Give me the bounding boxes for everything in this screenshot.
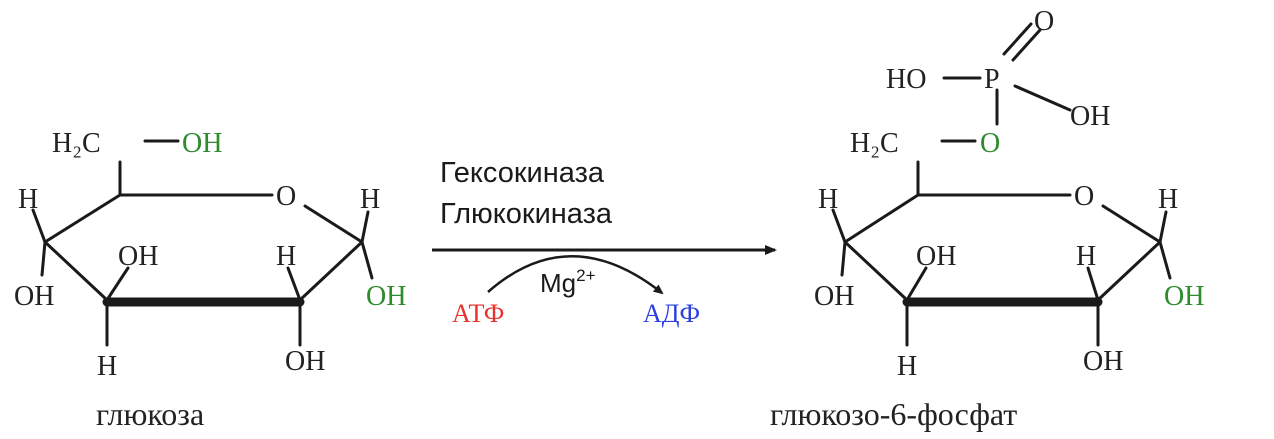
glucose-6-phosphate-molecule: O HO P OH H₂C O O H H OH H OH OH H OH гл…	[770, 6, 1204, 432]
product-ch2-label: H₂C	[850, 128, 899, 159]
glucose-bonds	[31, 139, 374, 347]
phosphate-oh-label: OH	[1070, 101, 1110, 132]
cofactor-mg-label: Mg2+	[540, 266, 596, 298]
reaction-arrow-block: Гексокиназа Глюкокиназа Mg2+ АТФ АДФ	[432, 157, 777, 328]
glucose-oh-c4-label: OH	[14, 281, 54, 312]
product-h-c1-label: H	[1158, 184, 1178, 215]
glucose-molecule: H₂C OH O H H OH H OH OH H OH глюкоза	[14, 128, 406, 432]
product-h-c2-label: H	[1076, 241, 1096, 272]
product-oh-c2-label: OH	[1083, 346, 1123, 377]
glucose-h-c4-label: H	[97, 351, 117, 382]
product-h-c5-label: H	[818, 184, 838, 215]
glucose-oh-c1-label: OH	[366, 281, 406, 312]
glucose-h-c2-label: H	[276, 241, 296, 272]
adp-label: АДФ	[643, 299, 700, 328]
phosphorus-label: P	[984, 64, 1000, 95]
product-oh-c3-label: OH	[916, 241, 956, 272]
product-bonds	[831, 22, 1172, 347]
enzyme-glucokinase-label: Глюкокиназа	[440, 198, 613, 230]
phosphate-ho-label: HO	[886, 64, 926, 95]
atp-label: АТФ	[452, 299, 504, 328]
product-oh-c1-label: OH	[1164, 281, 1204, 312]
cofactor-curved-arrow	[487, 255, 664, 295]
glucose-h-c5-label: H	[18, 184, 38, 215]
glucose-oh-c6-label: OH	[182, 128, 222, 159]
product-oh-c4-label: OH	[814, 281, 854, 312]
product-ring-oxygen-label: O	[1074, 181, 1094, 212]
glucose-name: глюкоза	[96, 396, 204, 432]
glucose-oh-c2-label: OH	[285, 346, 325, 377]
product-h-c4-label: H	[897, 351, 917, 382]
cofactor-mg-charge: 2+	[576, 266, 595, 285]
enzyme-hexokinase-label: Гексокиназа	[440, 157, 605, 189]
glucose-ch2-label: H₂C	[52, 128, 101, 159]
cofactor-mg-symbol: Mg	[540, 268, 576, 298]
phosphate-double-o-label: O	[1034, 6, 1054, 37]
product-ester-oxygen-label: O	[980, 128, 1000, 159]
glucose-h-c1-label: H	[360, 184, 380, 215]
glucose-ring-oxygen-label: O	[276, 181, 296, 212]
glucose-oh-c3-label: OH	[118, 241, 158, 272]
product-name: глюкозо-6-фосфат	[770, 396, 1017, 432]
